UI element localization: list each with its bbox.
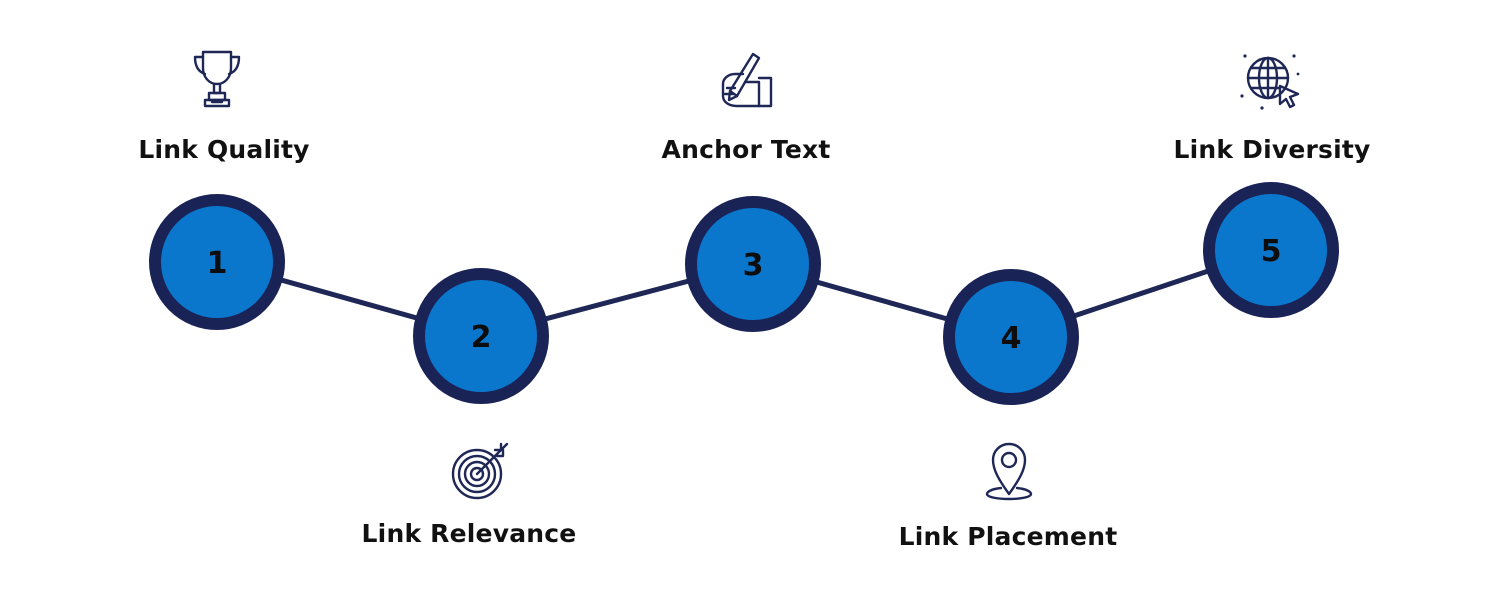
step-circle-3 (685, 196, 821, 332)
step-circle-4 (943, 269, 1079, 405)
step-node-2: 2 (413, 268, 549, 404)
step-label-5: Link Diversity (1173, 135, 1371, 164)
node-group: 1 2 3 4 5 (149, 182, 1339, 405)
writing-hand-icon (709, 44, 781, 116)
step-node-4: 4 (943, 269, 1079, 405)
step-number-1: 1 (207, 246, 228, 281)
step-circle-1 (149, 194, 285, 330)
step-node-1: 1 (149, 194, 285, 330)
step-label-4: Link Placement (898, 522, 1118, 551)
location-pin-icon (973, 436, 1045, 508)
trophy-icon (181, 44, 253, 116)
step-node-5: 5 (1203, 182, 1339, 318)
step-number-2: 2 (471, 320, 492, 355)
step-number-3: 3 (743, 248, 764, 283)
step-node-3: 3 (685, 196, 821, 332)
step-label-2: Link Relevance (361, 519, 577, 548)
globe-cursor-icon (1236, 44, 1308, 116)
step-number-4: 4 (1001, 321, 1022, 356)
step-label-3: Anchor Text (661, 135, 831, 164)
target-icon (445, 436, 517, 508)
step-circle-5 (1203, 182, 1339, 318)
step-label-1: Link Quality (138, 135, 310, 164)
step-number-5: 5 (1261, 234, 1282, 269)
step-circle-2 (413, 268, 549, 404)
